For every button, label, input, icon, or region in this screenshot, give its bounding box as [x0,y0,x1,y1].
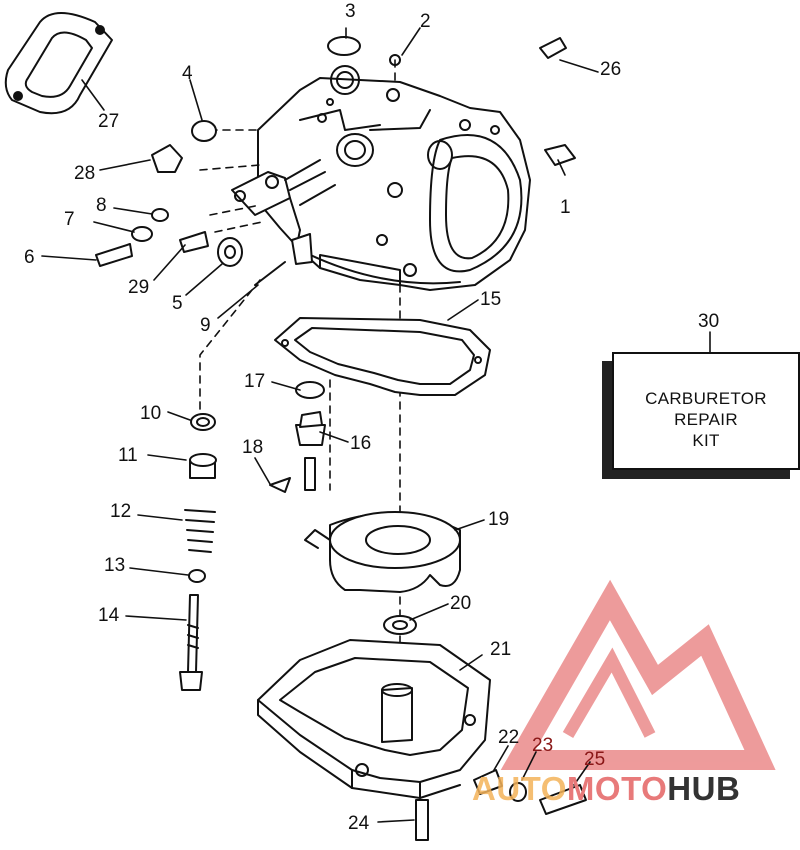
callout-23: 23 [532,735,554,756]
callout-11: 11 [118,445,138,466]
watermark-logo [500,579,776,770]
callout-26: 26 [600,59,622,80]
watermark-part-auto: AUTO [472,770,567,807]
kit-line-1: CARBURETOR [645,389,767,408]
watermark-text: AUTOMOTOHUB [472,772,740,805]
watermark-part-hub: HUB [667,770,741,807]
callout-9: 9 [200,315,211,336]
float-bowl-gasket-15 [274,317,491,396]
kit-line-3: KIT [692,431,720,450]
callout-6: 6 [24,247,35,268]
callout-24: 24 [348,813,370,834]
callout-21: 21 [490,639,512,660]
callout-19: 19 [488,509,510,530]
callout-28: 28 [74,163,96,184]
callout-18: 18 [242,437,264,458]
callout-8: 8 [96,195,107,216]
gasket-plate-27 [4,12,113,115]
callout-3: 3 [345,1,356,22]
callout-5: 5 [172,293,183,314]
callout-1: 1 [560,197,571,218]
callout-2: 2 [420,11,431,32]
callout-4: 4 [182,63,193,84]
callout-29: 29 [128,277,150,298]
callout-20: 20 [450,593,472,614]
callout-12: 12 [110,501,132,522]
repair-kit-label: CARBURETOR REPAIR KIT [614,388,798,451]
callout-27: 27 [98,111,120,132]
callout-10: 10 [140,403,162,424]
carburetor-body [231,65,531,291]
callout-16: 16 [350,433,372,454]
callout-17: 17 [244,371,266,392]
callout-25: 25 [584,749,606,770]
callout-13: 13 [104,555,126,576]
callout-30: 30 [698,311,720,332]
idle-needle-parts [179,413,217,691]
repair-kit-box: CARBURETOR REPAIR KIT [612,352,800,470]
callout-7: 7 [64,209,75,230]
kit-line-2: REPAIR [674,410,738,429]
float-19 [304,511,461,593]
watermark-part-moto: MOTO [566,770,668,807]
leader-lines [41,27,711,823]
callout-15: 15 [480,289,502,310]
float-bowl-21 [257,639,491,799]
callout-14: 14 [98,605,120,626]
callout-22: 22 [498,727,520,748]
